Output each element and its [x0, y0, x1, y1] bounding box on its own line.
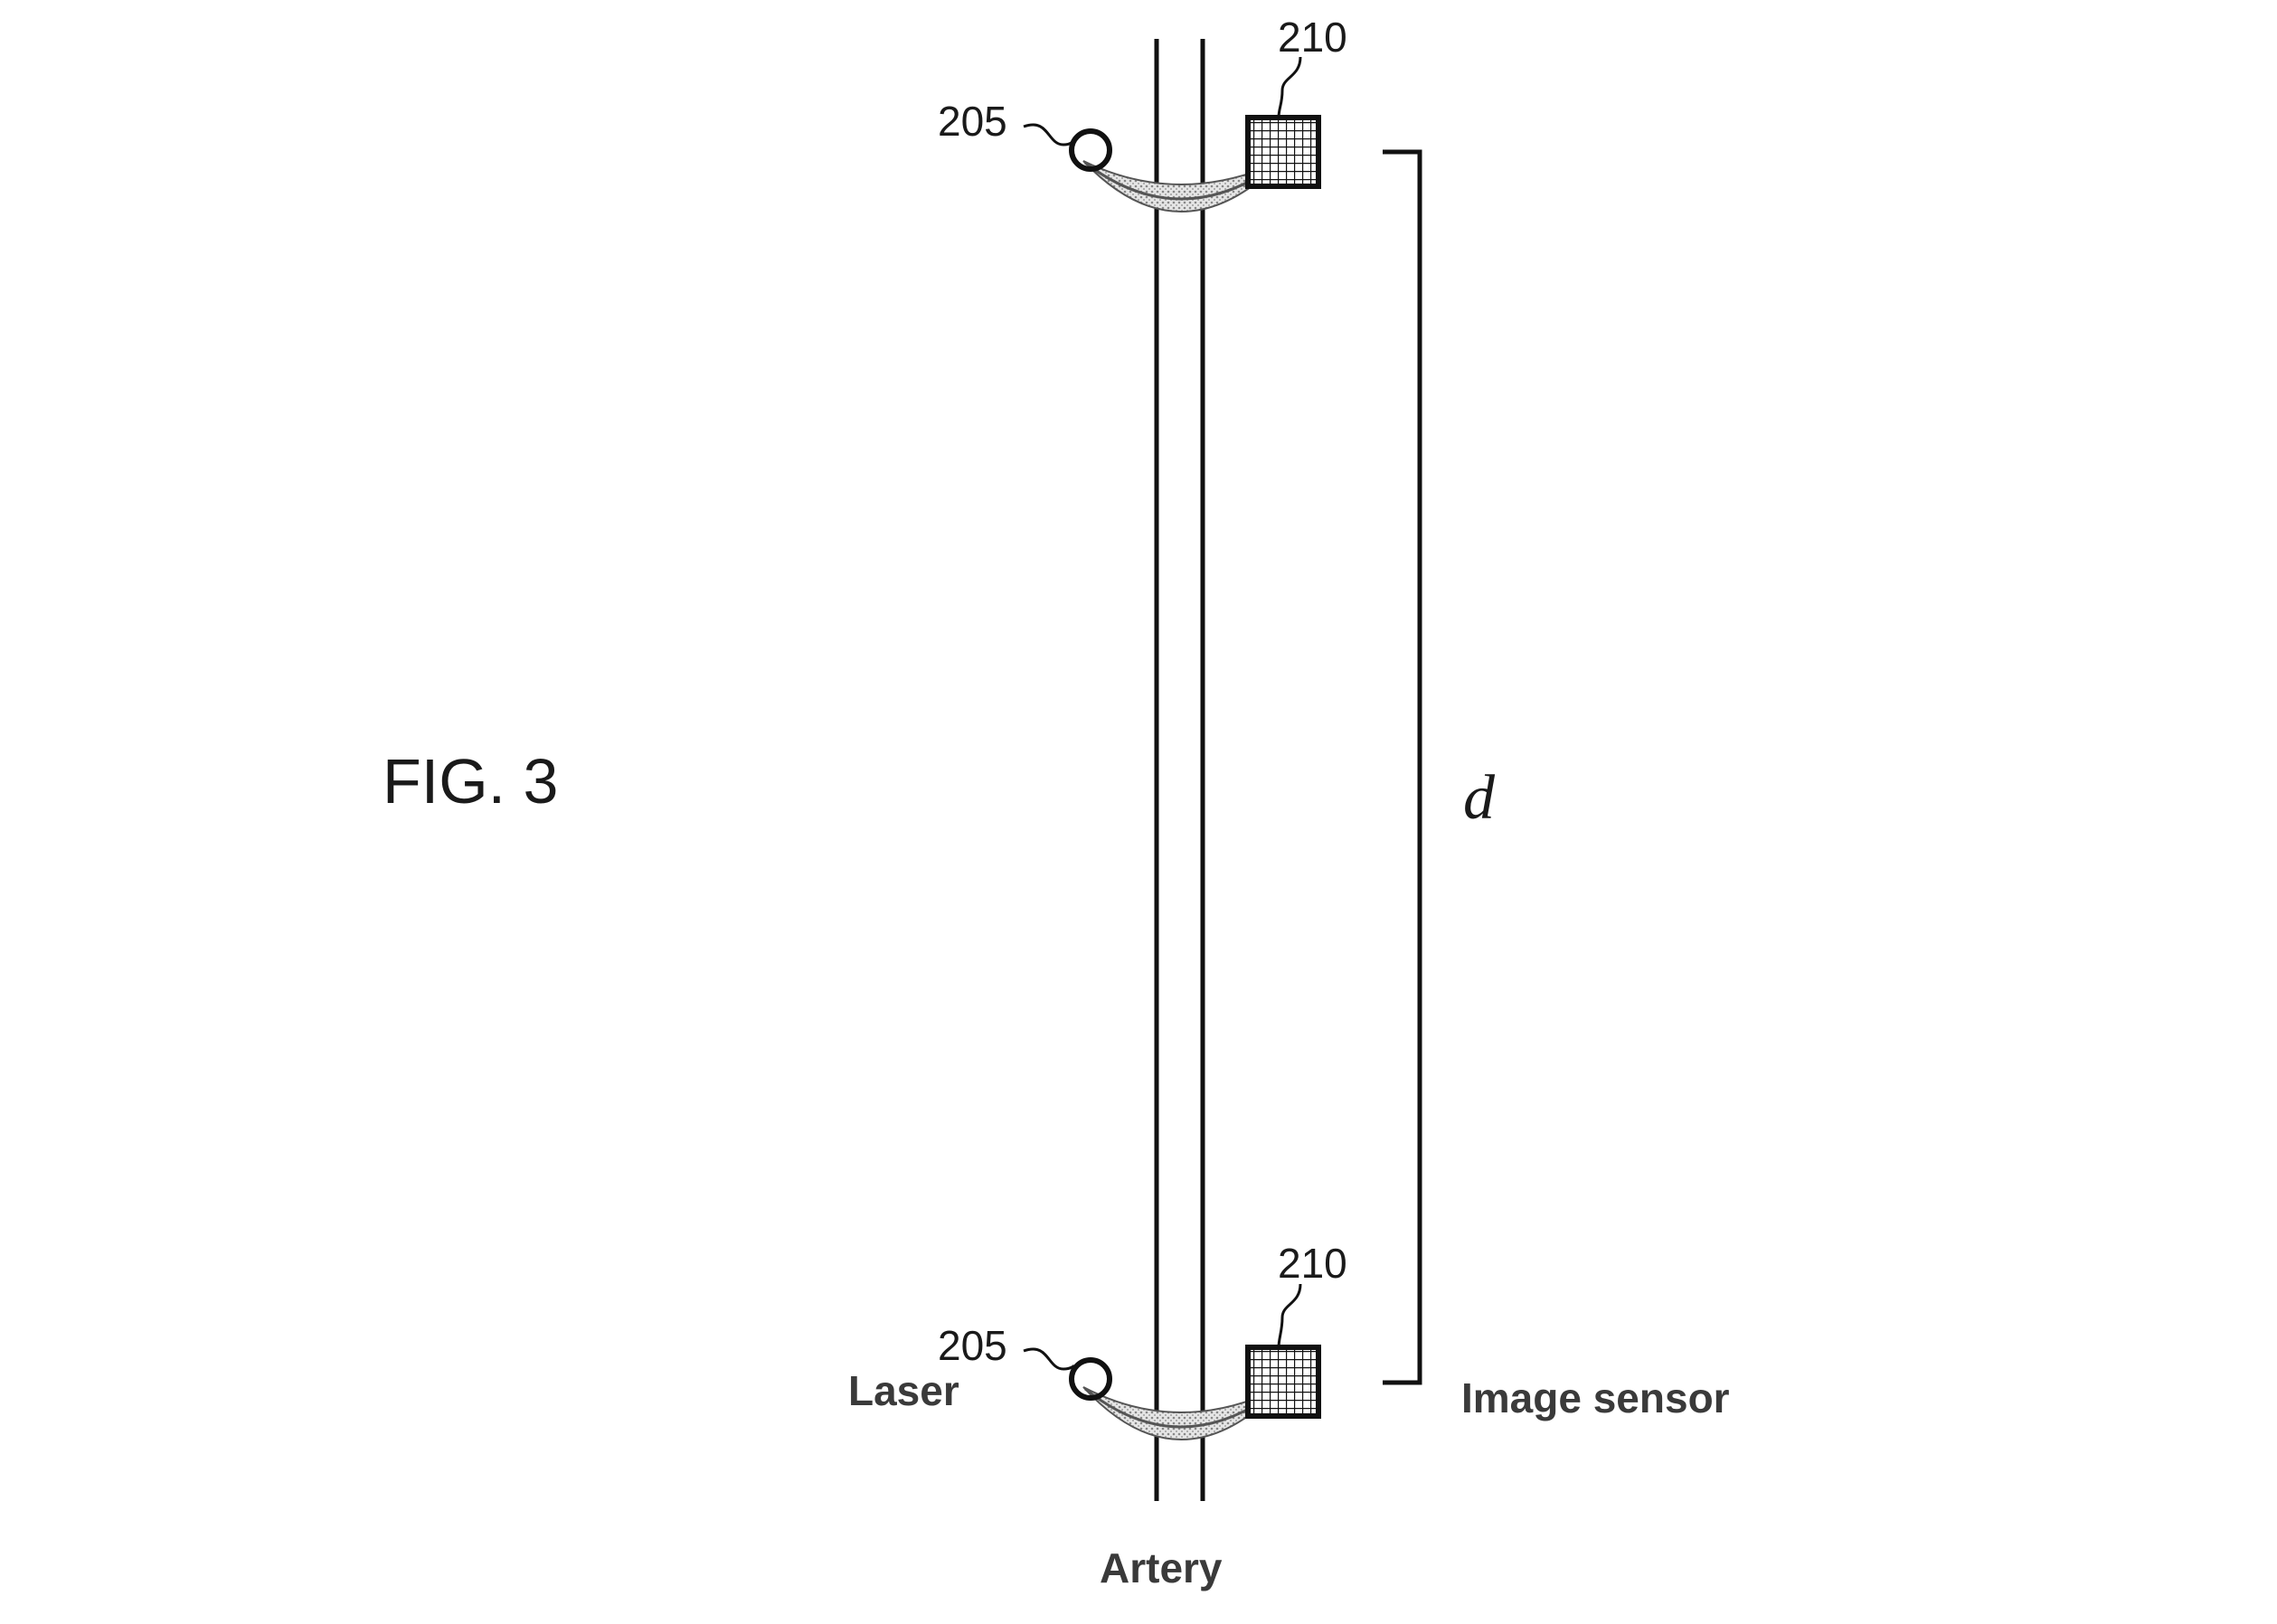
laser-ref-number: 205	[938, 1322, 1007, 1369]
artery	[1154, 39, 1205, 1501]
laser-label: Laser	[848, 1367, 959, 1414]
leader-line-205	[1023, 1347, 1076, 1371]
image-sensor-label: Image sensor	[1461, 1374, 1730, 1421]
image-sensor-icon	[1245, 1345, 1321, 1419]
laser-icon	[1069, 1357, 1112, 1401]
sensor-ref-number: 210	[1278, 1240, 1347, 1287]
figure-title: FIG. 3	[383, 746, 558, 817]
laser-icon	[1069, 128, 1112, 172]
leader-line-210	[1277, 1283, 1302, 1348]
distance-label: d	[1463, 763, 1496, 833]
bottom-assembly: 205 210	[938, 1240, 1347, 1440]
distance-bracket	[1383, 149, 1422, 1385]
laser-ref-number: 205	[938, 98, 1007, 145]
leader-line-205	[1023, 123, 1076, 146]
sensor-ref-number: 210	[1278, 14, 1347, 61]
top-assembly: 205 210	[938, 14, 1347, 212]
image-sensor-icon	[1245, 115, 1321, 189]
artery-label: Artery	[1100, 1544, 1223, 1591]
leader-line-210	[1277, 56, 1302, 118]
